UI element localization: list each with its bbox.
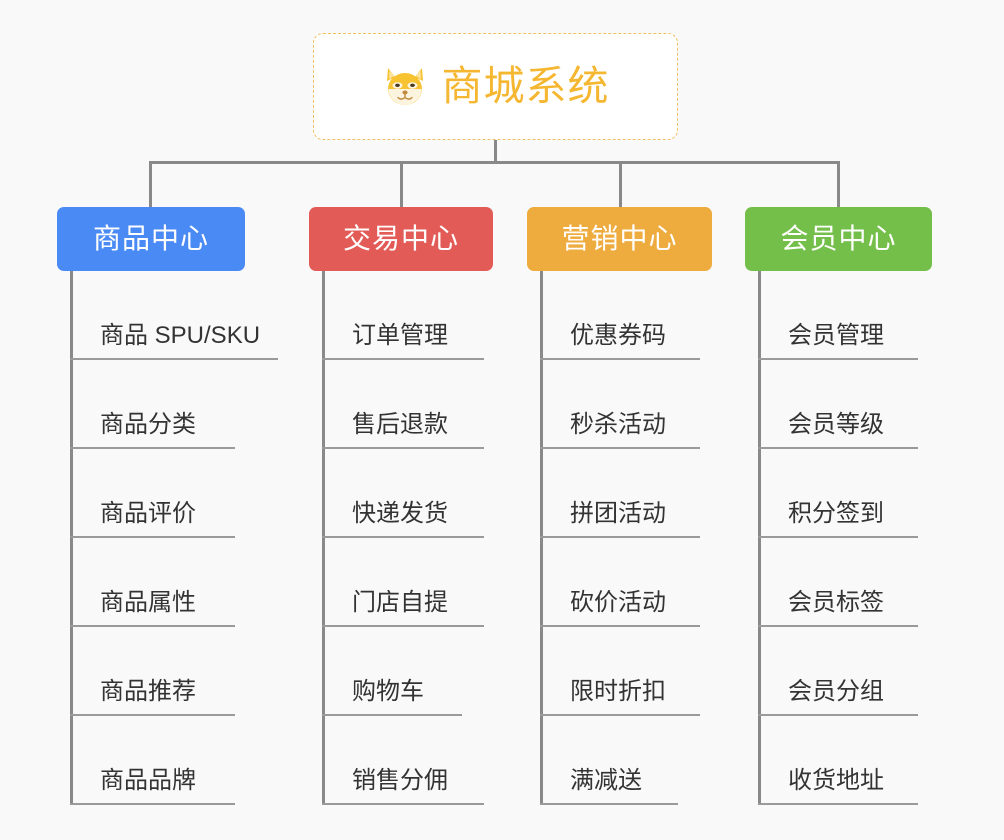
branch-column-trade: 订单管理售后退款快递发货门店自提购物车销售分佣	[322, 271, 484, 805]
leaf-item-rule	[70, 447, 235, 449]
leaf-item[interactable]: 会员等级	[758, 360, 918, 449]
category-box-member[interactable]: 会员中心	[745, 207, 932, 271]
leaf-item[interactable]: 满减送	[540, 716, 678, 805]
leaf-item-rule	[540, 447, 700, 449]
leaf-item[interactable]: 积分签到	[758, 449, 918, 538]
leaf-item-label: 销售分佣	[352, 767, 448, 794]
leaf-item-label: 订单管理	[352, 322, 448, 349]
leaf-item-label: 商品评价	[100, 500, 196, 527]
leaf-item-rule	[540, 358, 700, 360]
leaf-item-rule	[758, 358, 918, 360]
leaf-item-rule	[322, 536, 484, 538]
category-box-marketing[interactable]: 营销中心	[527, 207, 712, 271]
leaf-item[interactable]: 收货地址	[758, 716, 918, 805]
connector-drop-1	[149, 161, 152, 207]
leaf-item-label: 售后退款	[352, 411, 448, 438]
leaf-item-rule	[322, 803, 484, 805]
leaf-item-label: 门店自提	[352, 589, 448, 616]
leaf-item[interactable]: 商品推荐	[70, 627, 260, 716]
leaf-item-label: 商品推荐	[100, 678, 196, 705]
leaf-item-rule	[540, 625, 700, 627]
leaf-item-label: 积分签到	[788, 500, 884, 527]
category-label-marketing: 营销中心	[561, 223, 678, 254]
leaf-item-rule	[758, 714, 918, 716]
leaf-item-label: 满减送	[570, 767, 642, 794]
leaf-item-label: 会员等级	[788, 411, 884, 438]
leaf-item-rule	[540, 803, 678, 805]
leaf-item-rule	[758, 447, 918, 449]
branch-trunk-line	[758, 271, 761, 805]
leaf-item[interactable]: 商品评价	[70, 449, 260, 538]
leaf-item-rule	[758, 803, 918, 805]
leaf-item-rule	[758, 625, 918, 627]
leaf-item-rule	[70, 625, 235, 627]
leaf-item[interactable]: 限时折扣	[540, 627, 700, 716]
leaf-item-rule	[540, 714, 700, 716]
leaf-item-label: 砍价活动	[570, 589, 666, 616]
leaf-item-label: 会员分组	[788, 678, 884, 705]
leaf-item[interactable]: 售后退款	[322, 360, 484, 449]
leaf-item-label: 会员标签	[788, 589, 884, 616]
leaf-item-label: 限时折扣	[570, 678, 666, 705]
leaf-item-label: 优惠券码	[570, 322, 666, 349]
leaf-item[interactable]: 砍价活动	[540, 538, 700, 627]
category-box-product[interactable]: 商品中心	[57, 207, 245, 271]
leaf-item[interactable]: 会员标签	[758, 538, 918, 627]
leaf-item[interactable]: 商品品牌	[70, 716, 260, 805]
connector-drop-4	[837, 161, 840, 207]
leaf-item-label: 收货地址	[788, 767, 884, 794]
branch-trunk-line	[540, 271, 543, 805]
shiba-dog-face-icon	[382, 64, 428, 110]
leaf-item-rule	[70, 803, 235, 805]
leaf-item[interactable]: 会员管理	[758, 271, 918, 360]
leaf-item[interactable]: 购物车	[322, 627, 462, 716]
category-label-member: 会员中心	[780, 223, 897, 254]
leaf-item[interactable]: 商品 SPU/SKU	[70, 271, 278, 360]
leaf-item-label: 购物车	[352, 678, 424, 705]
leaf-item[interactable]: 快递发货	[322, 449, 484, 538]
leaf-item[interactable]: 订单管理	[322, 271, 484, 360]
leaf-item-label: 秒杀活动	[570, 411, 666, 438]
leaf-item[interactable]: 会员分组	[758, 627, 918, 716]
leaf-item-label: 商品分类	[100, 411, 196, 438]
root-node[interactable]: 商城系统	[313, 33, 678, 140]
leaf-item-label: 快递发货	[352, 500, 448, 527]
connector-root-stem	[494, 140, 497, 163]
leaf-item[interactable]: 拼团活动	[540, 449, 700, 538]
leaf-item-label: 商品属性	[100, 589, 196, 616]
leaf-item-rule	[70, 358, 278, 360]
leaf-item-rule	[758, 536, 918, 538]
leaf-item[interactable]: 商品属性	[70, 538, 260, 627]
branch-column-product: 商品 SPU/SKU 商品分类商品评价商品属性商品推荐商品品牌	[70, 271, 278, 805]
leaf-item[interactable]: 商品分类	[70, 360, 260, 449]
leaf-item-rule	[70, 714, 235, 716]
leaf-item[interactable]: 门店自提	[322, 538, 484, 627]
leaf-item[interactable]: 销售分佣	[322, 716, 484, 805]
branch-column-member: 会员管理会员等级积分签到会员标签会员分组收货地址	[758, 271, 918, 805]
branch-column-marketing: 优惠券码秒杀活动拼团活动砍价活动限时折扣满减送	[540, 271, 700, 805]
leaf-item-rule	[540, 536, 700, 538]
category-box-trade[interactable]: 交易中心	[309, 207, 493, 271]
leaf-item-rule	[322, 625, 484, 627]
leaf-item-rule	[70, 536, 235, 538]
category-label-product: 商品中心	[92, 223, 209, 254]
leaf-item-label: 商品品牌	[100, 767, 196, 794]
leaf-item-label: 会员管理	[788, 322, 884, 349]
branch-trunk-line	[70, 271, 73, 805]
connector-drop-2	[400, 161, 403, 207]
leaf-item-label: 拼团活动	[570, 500, 666, 527]
root-title: 商城系统	[441, 63, 610, 109]
leaf-item[interactable]: 优惠券码	[540, 271, 700, 360]
leaf-item[interactable]: 秒杀活动	[540, 360, 700, 449]
leaf-item-rule	[322, 358, 484, 360]
leaf-item-label: 商品 SPU/SKU	[100, 322, 261, 349]
category-label-trade: 交易中心	[342, 223, 459, 254]
branch-trunk-line	[322, 271, 325, 805]
connector-horizontal-bus	[149, 161, 840, 164]
leaf-item-rule	[322, 447, 484, 449]
connector-drop-3	[619, 161, 622, 207]
leaf-item-rule	[322, 714, 462, 716]
